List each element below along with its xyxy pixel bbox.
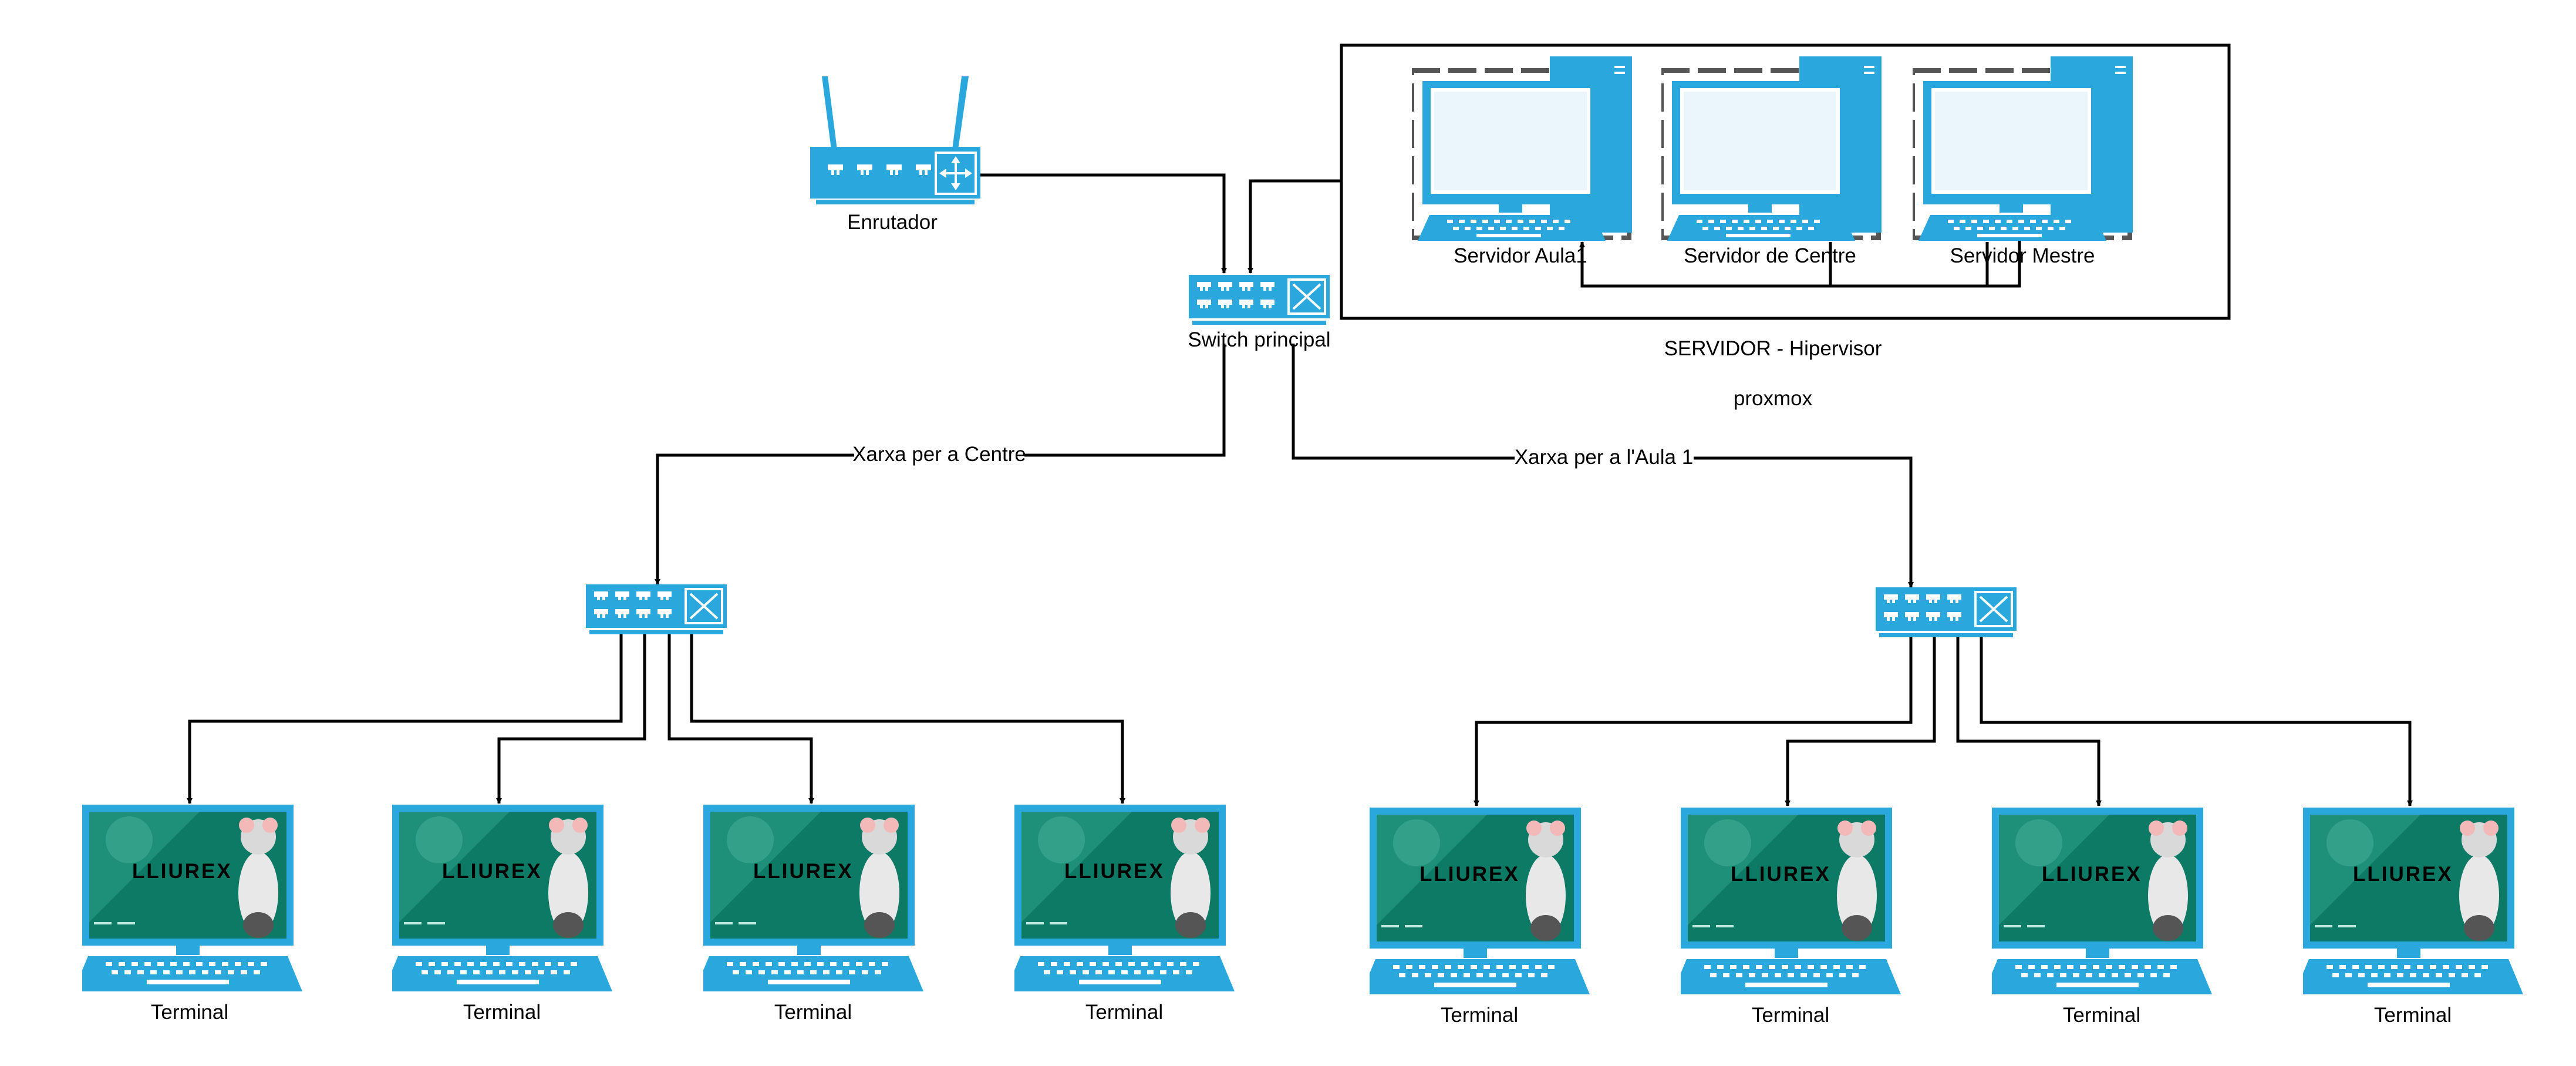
link-right-t3 [1956, 637, 2102, 806]
link-left-t1 [187, 634, 623, 804]
link-left-t2 [496, 634, 646, 804]
network-centre-label-bg [854, 442, 1024, 466]
hypervisor-title: SERVIDOR - Hipervisor [1664, 337, 1882, 360]
terminal-icon-right-3[interactable] [1983, 808, 2212, 994]
terminal-label-right-1: Terminal [1441, 1004, 1518, 1027]
terminal-icon-left-1[interactable] [73, 805, 302, 991]
link-internal-servers [1579, 241, 2021, 288]
network-aula-label: Xarxa per a l'Aula 1 [1515, 446, 1693, 469]
left-switch-icon[interactable] [586, 584, 727, 635]
terminal-icon-left-4[interactable] [1006, 805, 1235, 991]
main-switch-label: Switch principal [1188, 328, 1330, 351]
link-right-t4 [1980, 637, 2413, 806]
link-left-t4 [690, 634, 1125, 804]
server-label-aula1: Servidor Aula1 [1454, 244, 1587, 267]
terminal-icon-right-2[interactable] [1672, 808, 1901, 994]
right-switch-icon[interactable] [1876, 587, 2017, 638]
terminal-icon-left-3[interactable] [694, 805, 923, 991]
hypervisor-software: proxmox [1734, 387, 1813, 410]
server-aula1-icon[interactable] [1412, 56, 1632, 241]
terminal-icon-left-2[interactable] [383, 805, 612, 991]
terminal-label-right-4: Terminal [2374, 1004, 2452, 1027]
network-aula-label-bg [1515, 445, 1694, 469]
server-label-mestre: Servidor Mestre [1950, 244, 2095, 267]
server-label-centre: Servidor de Centre [1684, 244, 1856, 267]
connections [187, 173, 2413, 806]
server-centre-icon[interactable] [1661, 56, 1882, 241]
link-hypervisor-switch [1247, 179, 1341, 274]
main-switch-icon[interactable] [1189, 275, 1330, 326]
link-router-switch [977, 173, 1227, 274]
terminal-icon-right-4[interactable] [2294, 808, 2523, 994]
router-label: Enrutador [847, 211, 938, 234]
terminal-label-left-3: Terminal [774, 1001, 852, 1024]
link-right-t1 [1474, 637, 1913, 806]
terminal-label-left-4: Terminal [1085, 1001, 1163, 1024]
server-mestre-icon[interactable] [1913, 56, 2133, 241]
link-right-t2 [1785, 637, 1936, 806]
terminal-label-left-2: Terminal [463, 1001, 541, 1024]
terminal-label-right-2: Terminal [1752, 1004, 1829, 1027]
network-centre-label: Xarxa per a Centre [852, 443, 1026, 466]
terminal-label-left-1: Terminal [151, 1001, 228, 1024]
terminal-icon-right-1[interactable] [1361, 808, 1590, 994]
link-left-t3 [667, 634, 814, 804]
terminal-label-right-3: Terminal [2063, 1004, 2140, 1027]
router-icon[interactable] [810, 76, 980, 206]
